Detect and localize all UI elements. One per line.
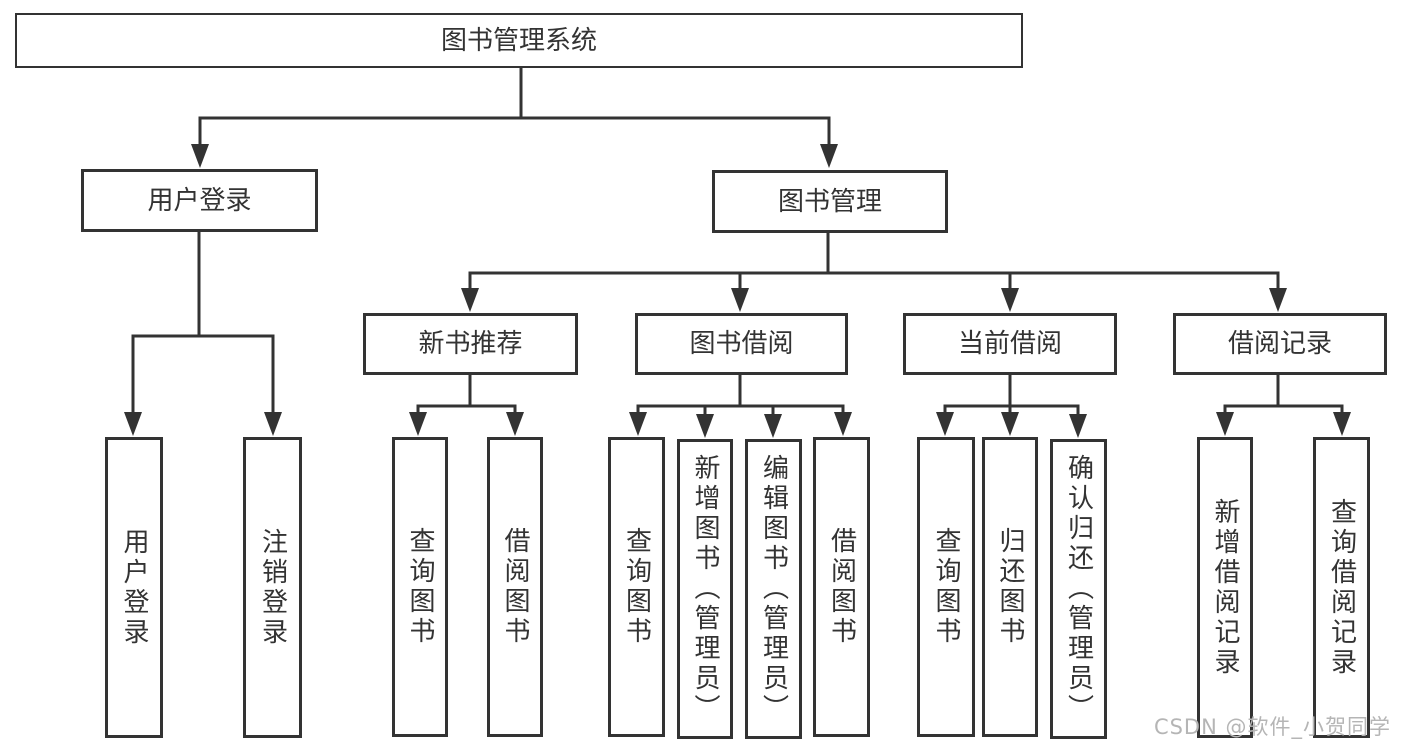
connector-root-to-level2 — [191, 66, 838, 168]
node-label: 归还图书 — [995, 527, 1025, 647]
node-label: 查询借阅记录 — [1326, 497, 1357, 678]
node-user-login-group: 用户登录 — [81, 169, 318, 232]
node-borrowing-records: 借阅记录 — [1173, 313, 1387, 375]
node-label: 查询图书 — [621, 527, 652, 647]
node-label: 用户登录 — [147, 185, 252, 216]
node-cb-return-book: 归还图书 — [982, 437, 1038, 737]
node-label: 图书管理系统 — [440, 25, 597, 56]
node-library-management-system: 图书管理系统 — [15, 13, 1023, 68]
node-logout: 注销登录 — [243, 437, 302, 738]
node-label: 查询图书 — [931, 527, 961, 647]
node-label: 用户登录 — [119, 527, 149, 648]
node-book-borrowing: 图书借阅 — [635, 313, 848, 375]
connector-bookmgmt-to-level3 — [461, 231, 1287, 312]
node-br-add-record: 新增借阅记录 — [1197, 437, 1253, 738]
node-current-borrowing: 当前借阅 — [903, 313, 1117, 375]
connector-userlogin-to-leaves — [124, 230, 282, 436]
node-label: 注销登录 — [257, 527, 288, 648]
node-book-management: 图书管理 — [712, 170, 948, 233]
connector-bookborrow-to-leaves — [629, 373, 852, 438]
node-bb-borrow-book: 借阅图书 — [813, 437, 870, 737]
node-cb-query-book: 查询图书 — [917, 437, 975, 737]
node-label: 查询图书 — [405, 527, 435, 647]
node-cb-confirm-return-admin: 确认归还（管理员） — [1050, 439, 1107, 739]
node-label: 确认归还（管理员） — [1063, 454, 1094, 724]
node-label: 借阅记录 — [1227, 329, 1332, 359]
node-bb-edit-book-admin: 编辑图书（管理员） — [745, 439, 802, 739]
connector-borrowrecords-to-leaves — [1216, 373, 1351, 436]
node-bb-query-book: 查询图书 — [608, 437, 665, 737]
node-label: 图书管理 — [777, 186, 882, 217]
node-label: 编辑图书（管理员） — [758, 454, 789, 724]
node-label: 新书推荐 — [418, 329, 523, 359]
node-label: 新增借阅记录 — [1210, 497, 1240, 678]
node-nbr-borrow-book: 借阅图书 — [487, 437, 543, 737]
node-label: 借阅图书 — [500, 527, 530, 647]
node-label: 新增图书（管理员） — [690, 454, 720, 724]
node-br-query-record: 查询借阅记录 — [1313, 437, 1370, 738]
node-new-book-recommendation: 新书推荐 — [363, 313, 578, 375]
node-bb-add-book-admin: 新增图书（管理员） — [677, 439, 733, 739]
node-label: 当前借阅 — [957, 329, 1062, 359]
node-user-login: 用户登录 — [105, 437, 163, 738]
connector-currentborrow-to-leaves — [936, 373, 1087, 438]
node-nbr-query-book: 查询图书 — [392, 437, 448, 737]
connector-newbookrec-to-leaves — [409, 373, 524, 436]
node-label: 借阅图书 — [826, 527, 857, 647]
node-label: 图书借阅 — [689, 329, 794, 359]
